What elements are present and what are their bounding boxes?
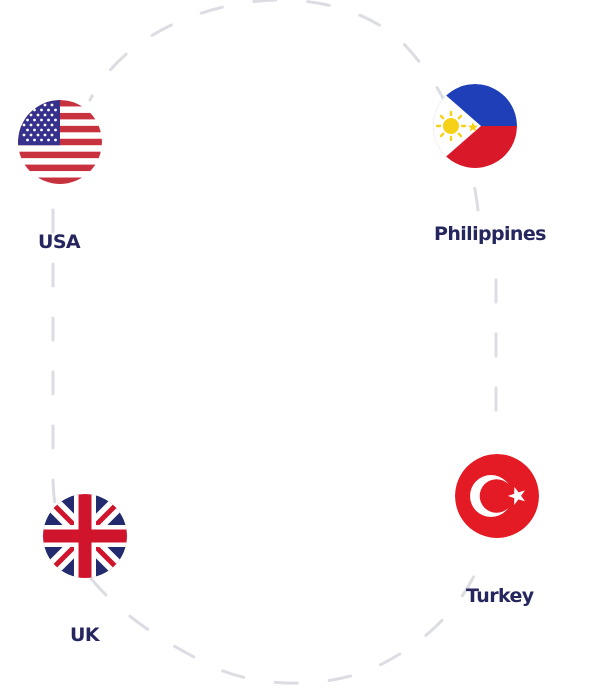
country-label-philippines: Philippines (434, 223, 546, 245)
philippines-flag-icon (433, 84, 517, 168)
country-label-usa: USA (38, 231, 81, 253)
country-turkey (455, 454, 539, 538)
country-usa (18, 100, 102, 184)
turkey-flag-icon (455, 454, 539, 538)
country-label-turkey: Turkey (466, 585, 534, 607)
country-label-uk: UK (70, 624, 100, 646)
uk-flag-icon (43, 494, 127, 578)
country-uk (43, 494, 127, 578)
country-philippines (433, 84, 517, 168)
usa-flag-icon (18, 100, 102, 184)
